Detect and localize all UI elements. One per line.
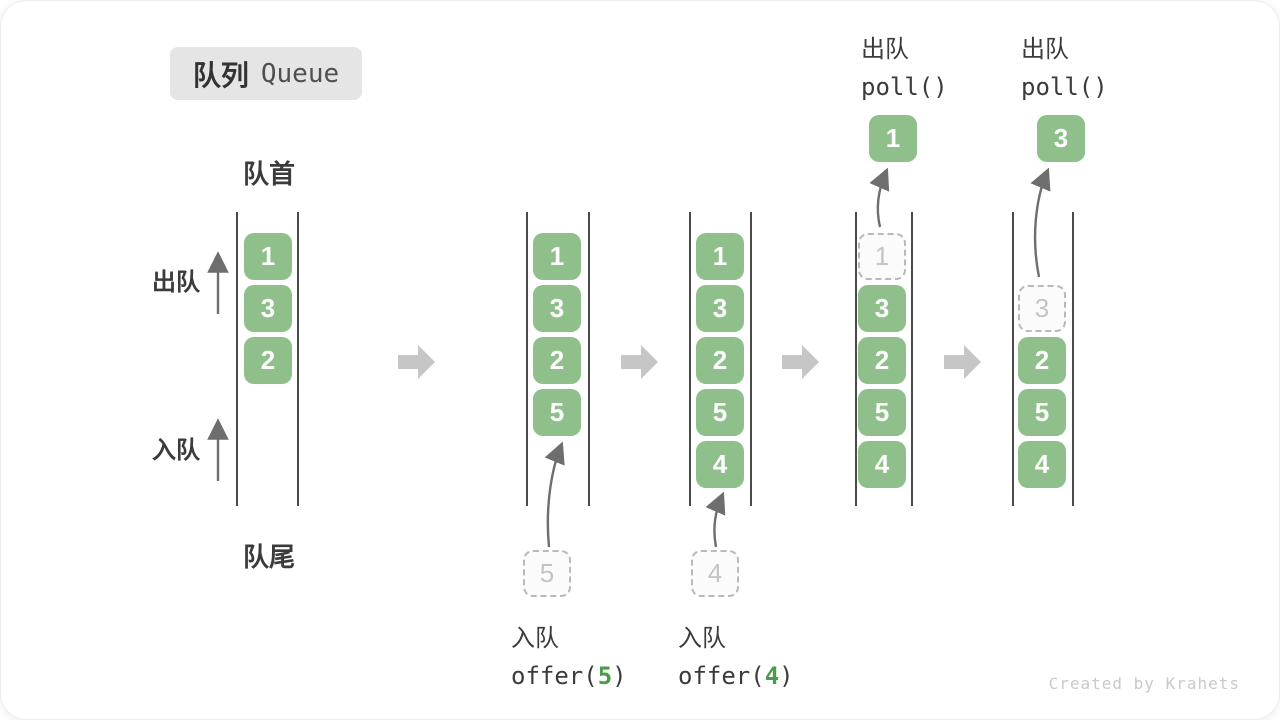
title-box: 队列 Queue	[170, 47, 362, 100]
enqueue4-zh-label: 入队	[678, 625, 726, 652]
state1-cell-2: 2	[244, 337, 292, 384]
poll1-code: poll()	[861, 73, 948, 101]
state3-incoming-ghost-cell: 4	[691, 550, 739, 597]
state4-cell-5: 5	[858, 389, 906, 436]
enqueue5-arg: 5	[597, 662, 613, 690]
state1-right-wall	[297, 212, 299, 506]
state5-popped-cell: 3	[1037, 115, 1085, 162]
state4-cell-3: 3	[858, 285, 906, 332]
state5-cell-2: 2	[1018, 337, 1066, 384]
enqueue4-curve-arrow-icon	[705, 491, 726, 548]
poll2-curve-arrow-icon	[1030, 167, 1051, 278]
state2-left-wall	[526, 212, 528, 506]
state2-cell-3: 3	[533, 285, 581, 332]
state1-cell-3: 3	[244, 285, 292, 332]
poll1-curve-arrow-icon	[869, 167, 890, 228]
transition-arrow-4-icon	[944, 345, 981, 379]
poll2-zh-label: 出队	[1021, 36, 1069, 63]
state2-right-wall	[588, 212, 590, 506]
state4-cell-2: 2	[858, 337, 906, 384]
watermark: Created by Krahets	[1048, 674, 1240, 693]
enqueue5-code: offer(5)	[511, 662, 627, 690]
label-queue-front: 队首	[243, 159, 296, 189]
state4-cell-4: 4	[858, 441, 906, 488]
state5-cell-4: 4	[1018, 441, 1066, 488]
enqueue5-curve-arrow-icon	[544, 441, 565, 548]
enqueue4-fn: offer(	[678, 662, 765, 690]
state1-cell-1: 1	[244, 233, 292, 280]
state4-removed-ghost-cell: 1	[858, 233, 906, 280]
state4-right-wall	[911, 212, 913, 506]
state3-cell-2: 2	[696, 337, 744, 384]
state3-right-wall	[750, 212, 752, 506]
enqueue5-zh-label: 入队	[511, 625, 559, 652]
enqueue4-close: )	[779, 662, 794, 690]
poll2-code: poll()	[1021, 73, 1108, 101]
state3-cell-1: 1	[696, 233, 744, 280]
state3-cell-5: 5	[696, 389, 744, 436]
state2-incoming-ghost-cell: 5	[523, 550, 571, 597]
enqueue4-arg: 4	[764, 662, 780, 690]
poll1-zh-label: 出队	[861, 36, 909, 63]
transition-arrow-3-icon	[782, 345, 819, 379]
state5-right-wall	[1072, 212, 1074, 506]
transition-arrow-2-icon	[621, 345, 658, 379]
state4-left-wall	[855, 212, 857, 506]
enqueue5-fn: offer(	[511, 662, 598, 690]
state3-cell-3: 3	[696, 285, 744, 332]
title-english: Queue	[260, 58, 340, 89]
state3-left-wall	[689, 212, 691, 506]
state4-popped-cell: 1	[869, 115, 917, 162]
state2-cell-2: 2	[533, 337, 581, 384]
title-chinese: 队列	[192, 59, 249, 91]
label-enqueue-left: 入队	[152, 437, 200, 464]
state2-cell-1: 1	[533, 233, 581, 280]
state2-cell-5: 5	[533, 389, 581, 436]
transition-arrow-1-icon	[398, 345, 435, 379]
enqueue4-operation-label: 入队 offer(4)	[678, 618, 794, 690]
label-dequeue-left: 出队	[152, 269, 200, 296]
enqueue5-close: )	[612, 662, 627, 690]
label-queue-rear: 队尾	[243, 542, 296, 572]
poll1-operation-label: 出队 poll()	[861, 29, 948, 101]
poll2-operation-label: 出队 poll()	[1021, 29, 1108, 101]
state3-cell-4: 4	[696, 441, 744, 488]
state1-left-wall	[236, 212, 238, 506]
enqueue5-operation-label: 入队 offer(5)	[511, 618, 627, 690]
state5-cell-5: 5	[1018, 389, 1066, 436]
enqueue4-code: offer(4)	[678, 662, 794, 690]
state5-removed-ghost-cell: 3	[1018, 285, 1066, 332]
state5-left-wall	[1012, 212, 1014, 506]
